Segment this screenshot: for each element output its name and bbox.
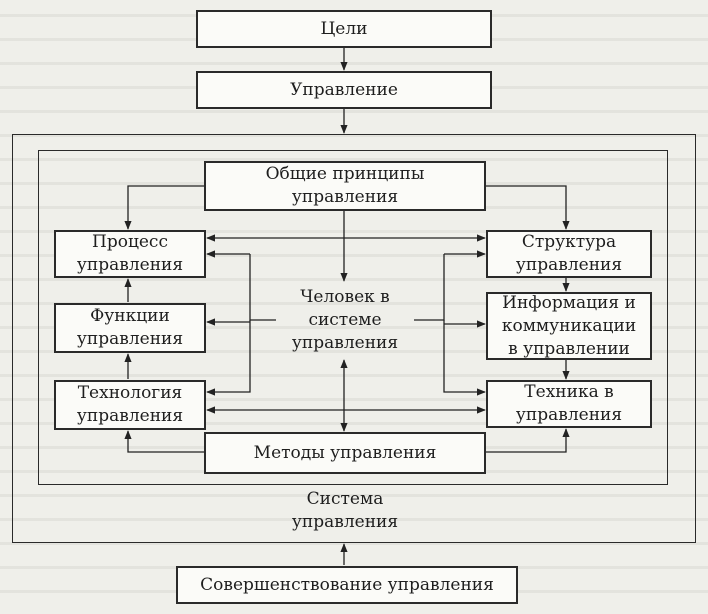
node-process-line-2: управления xyxy=(76,255,184,275)
arrow-principles-to-process xyxy=(124,185,204,230)
node-structure-line-1: Структура xyxy=(521,232,617,252)
human-left-bus xyxy=(249,254,276,321)
node-technics-line-1: Техника в xyxy=(524,382,614,402)
node-technics-line-2: управления xyxy=(515,405,623,425)
node-functions: Функции управления xyxy=(54,303,206,353)
outer-system-frame xyxy=(12,134,696,543)
node-process-line-1: Процесс xyxy=(92,232,168,252)
node-functions-line-2: управления xyxy=(76,329,184,349)
node-technology-line-1: Технология xyxy=(77,383,183,403)
node-human-line-3: управления xyxy=(291,332,399,353)
node-structure-line-2: управления xyxy=(515,255,623,275)
node-information-line-1: Информация и xyxy=(502,292,636,313)
node-general-principles: Общие принципы управления xyxy=(204,161,486,211)
inner-system-frame xyxy=(38,150,668,485)
node-methods-label: Методы управления xyxy=(253,442,437,463)
arrow-methods-to-technology xyxy=(124,430,204,453)
node-system: Система управления xyxy=(276,488,414,534)
node-human-line-1: Человек в xyxy=(300,286,390,307)
node-technology-line-2: управления xyxy=(76,406,184,426)
node-management-label: Управление xyxy=(290,79,398,100)
node-information-communication: Информация и коммуникации в управлении xyxy=(486,292,652,360)
node-management: Управление xyxy=(196,71,492,109)
node-improvement-label: Совершенствование управления xyxy=(200,574,494,595)
node-structure: Структура управления xyxy=(486,230,652,278)
node-human-in-system: Человек в системе управления xyxy=(276,282,414,358)
node-system-line-1: Система xyxy=(306,489,384,509)
node-improvement: Совершенствование управления xyxy=(176,566,518,604)
human-left-bus-lower xyxy=(206,320,251,396)
node-human-line-2: системе xyxy=(308,309,382,330)
node-goals: Цели xyxy=(196,10,492,48)
node-functions-line-1: Функции xyxy=(90,306,170,326)
node-technology: Технология управления xyxy=(54,380,206,430)
node-information-line-3: в управлении xyxy=(508,338,630,359)
node-technics: Техника в управления xyxy=(486,380,652,428)
node-system-line-2: управления xyxy=(291,512,399,532)
node-goals-label: Цели xyxy=(320,18,368,39)
node-general-principles-line-1: Общие принципы xyxy=(265,164,425,184)
node-information-line-2: коммуникации xyxy=(501,315,637,336)
arrow-methods-to-technics xyxy=(486,428,570,453)
human-right-bus xyxy=(414,254,445,321)
node-methods: Методы управления xyxy=(204,432,486,474)
node-process: Процесс управления xyxy=(54,230,206,278)
node-general-principles-line-2: управления xyxy=(291,187,399,207)
human-right-bus-lower xyxy=(443,320,486,396)
arrow-principles-to-structure xyxy=(486,185,570,230)
